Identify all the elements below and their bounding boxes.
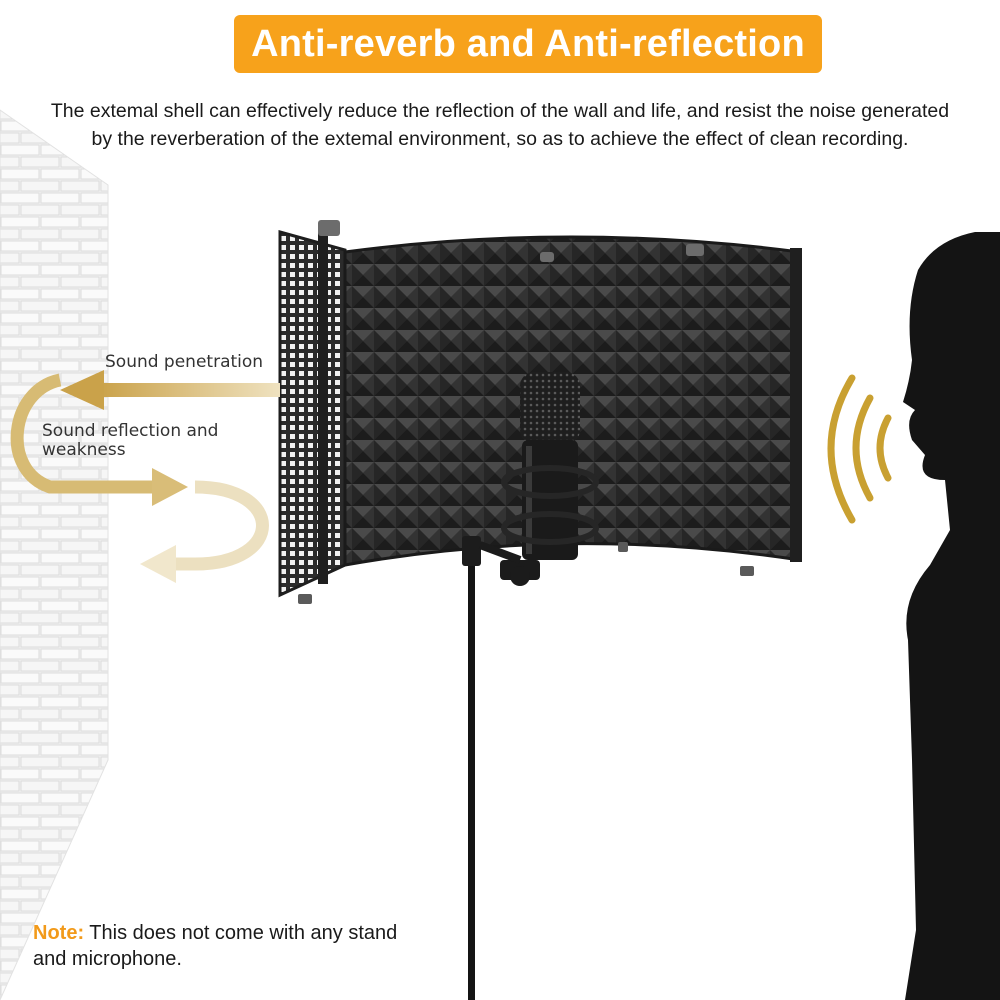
description: The extemal shell can effectively reduce… <box>0 97 1000 153</box>
note-line-1: This does not come with any stand <box>84 922 398 944</box>
note-heading: Note: <box>33 922 85 944</box>
person-silhouette <box>903 232 1000 1000</box>
title-banner: Anti-reverb and Anti-reflection <box>234 15 822 73</box>
sound-reflection-label-line-1: Sound reflection and <box>42 421 219 441</box>
page-title: Anti-reverb and Anti-reflection <box>251 22 805 65</box>
microphone <box>478 372 599 586</box>
note-line-2: and microphone. <box>33 948 182 970</box>
sound-penetration-label: Sound penetration <box>105 352 264 372</box>
sound-reflection-label-line-2: weakness <box>42 440 126 460</box>
sound-penetration-arrow <box>60 370 280 410</box>
sound-waves <box>827 374 892 524</box>
brick-wall <box>0 109 109 1000</box>
description-line-2: by the reverberation of the extemal envi… <box>91 128 909 150</box>
note: Note: This does not come with any stand … <box>33 920 397 972</box>
sound-reflection-label: Sound reflection and weakness <box>42 422 218 460</box>
sound-reflection-arrow <box>10 373 269 583</box>
description-line-1: The extemal shell can effectively reduce… <box>50 100 950 122</box>
mic-stand <box>462 536 481 1000</box>
